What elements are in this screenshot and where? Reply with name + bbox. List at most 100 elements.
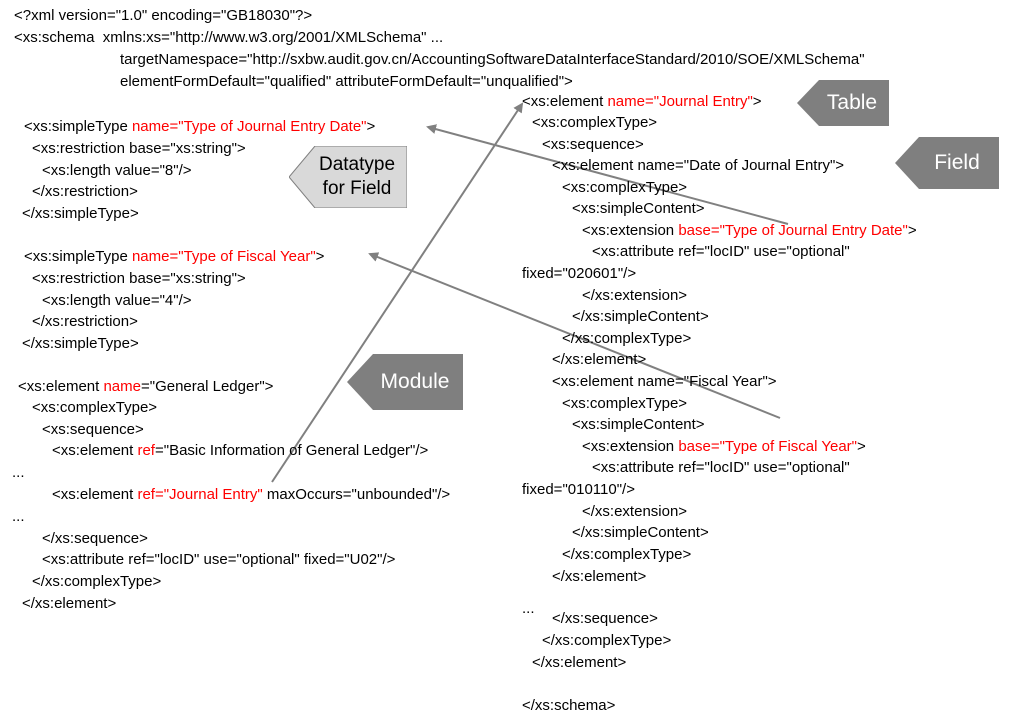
code-line: </xs:restriction> [32,183,138,201]
code-token: ... [12,464,25,481]
code-line: fixed="020601"/> [522,265,636,283]
code-line: ... [12,508,25,526]
highlighted-token: name="Type of Fiscal Year" [131,248,316,265]
code-line: </xs:extension> [582,287,687,305]
code-line: <xs:attribute ref="locID" use="optional" [592,243,850,261]
code-line: <xs:length value="4"/> [42,292,192,310]
code-token: ="Basic Information of General Ledger"/> [154,442,429,459]
code-line: <xs:attribute ref="locID" use="optional" [592,459,850,477]
code-line: </xs:element> [552,568,646,586]
code-token: <xs:complexType> [32,399,158,416]
code-token: <xs:element [52,442,138,459]
code-line: </xs:element> [532,654,626,672]
code-line: ... [12,464,25,482]
code-token: ="General Ledger"> [141,378,274,395]
callout-field: Field [895,137,999,189]
code-line: </xs:element> [552,351,646,369]
code-line: </xs:complexType> [542,632,671,650]
code-line: fixed="010110"/> [522,481,635,499]
code-token: </xs:restriction> [32,183,138,200]
highlighted-token: name="Type of Journal Entry Date" [131,118,367,135]
highlighted-token: base="Type of Fiscal Year" [678,438,857,455]
code-token: </xs:complexType> [562,546,692,563]
code-line: <xs:extension base="Type of Journal Entr… [582,222,917,240]
callout-table: Table [797,80,889,126]
callout-module-label: Module [380,370,450,393]
code-line: <xs:simpleType name="Type of Fiscal Year… [24,248,324,266]
code-line: <xs:element name="Date of Journal Entry"… [552,157,844,175]
code-line: </xs:sequence> [42,530,148,548]
code-line: <xs:element ref="Journal Entry" maxOccur… [52,486,450,504]
code-token: <xs:length value="8"/> [42,162,192,179]
code-token: </xs:restriction> [32,313,138,330]
code-token: <xs:restriction base="xs:string"> [32,270,246,287]
code-line: <xs:complexType> [562,395,687,413]
code-token: </xs:complexType> [562,330,692,347]
code-token: <xs:element name="Fiscal Year"> [552,373,777,390]
code-token: <xs:attribute ref="locID" use="optional" [592,459,850,476]
code-token: maxOccurs="unbounded"/> [262,486,451,503]
highlighted-token: name [103,378,141,395]
arrow-date-base-to-datatype [426,124,789,225]
code-token: </xs:element> [552,568,647,585]
code-token: <xs:attribute ref="locID" use="optional" [592,243,850,260]
code-line: </xs:extension> [582,503,687,521]
highlighted-token: name="Journal Entry" [607,93,753,110]
code-line: </xs:simpleType> [22,335,139,353]
code-line: <?xml version="1.0" encoding="GB18030"?> [14,7,312,25]
code-token: <xs:element [18,378,104,395]
code-token: </xs:sequence> [42,530,148,547]
code-token: <xs:element [522,93,608,110]
code-line: <xs:simpleContent> [572,200,705,218]
code-token: <xs:complexType> [532,114,658,131]
code-token: <xs:sequence> [542,136,644,153]
callout-datatype: Datatype for Field [289,146,407,208]
code-token: </xs:element> [22,595,117,612]
code-line: </xs:simpleContent> [572,524,709,542]
code-token: </xs:simpleType> [22,335,139,352]
code-line: <xs:element name="Journal Entry"> [522,93,762,111]
code-line: </xs:simpleType> [22,205,139,223]
code-line: </xs:restriction> [32,313,138,331]
code-token: ... [522,600,535,617]
code-token: <xs:simpleType [24,248,132,265]
code-token: <xs:extension [582,438,679,455]
code-token: </xs:simpleContent> [572,308,709,325]
code-token: targetNamespace="http://sxbw.audit.gov.c… [120,51,865,68]
code-token: </xs:extension> [582,503,688,520]
code-token: </xs:element> [532,654,627,671]
code-token: </xs:simpleType> [22,205,139,222]
code-line: <xs:simpleContent> [572,416,705,434]
code-token: <xs:length value="4"/> [42,292,192,309]
code-line: ... [522,600,535,618]
code-token: <xs:element [52,486,138,503]
code-line: <xs:element name="General Ledger"> [18,378,273,396]
code-line: </xs:complexType> [562,330,691,348]
code-token: <xs:simpleType [24,118,132,135]
code-token: > [366,118,376,135]
code-line: <xs:element ref="Basic Information of Ge… [52,442,428,460]
highlighted-token: base="Type of Journal Entry Date" [678,222,908,239]
callout-field-label: Field [934,151,980,174]
code-token: <?xml version="1.0" encoding="GB18030"?> [14,7,313,24]
code-token: <xs:complexType> [562,179,688,196]
code-line: <xs:schema xmlns:xs="http://www.w3.org/2… [14,29,443,47]
code-token: <xs:simpleContent> [572,200,705,217]
callout-module: Module [347,354,463,410]
highlighted-token: ref="Journal Entry" [137,486,263,503]
code-token: <xs:attribute ref="locID" use="optional"… [42,551,396,568]
code-line: </xs:complexType> [32,573,161,591]
code-token: </xs:simpleContent> [572,524,709,541]
code-token: fixed="010110"/> [522,481,635,498]
callout-datatype-label: Datatype for Field [318,154,396,199]
code-line: <xs:attribute ref="locID" use="optional"… [42,551,395,569]
code-token: <xs:element name="Date of Journal Entry"… [552,157,845,174]
code-line: <xs:element name="Fiscal Year"> [552,373,777,391]
code-token: > [752,93,762,110]
code-token: </xs:extension> [582,287,688,304]
code-line: targetNamespace="http://sxbw.audit.gov.c… [120,51,865,69]
code-line: </xs:element> [22,595,116,613]
code-line: <xs:sequence> [42,421,144,439]
code-line: elementFormDefault="qualified" attribute… [120,73,573,91]
arrow-fiscal-base-to-datatype [368,252,781,419]
